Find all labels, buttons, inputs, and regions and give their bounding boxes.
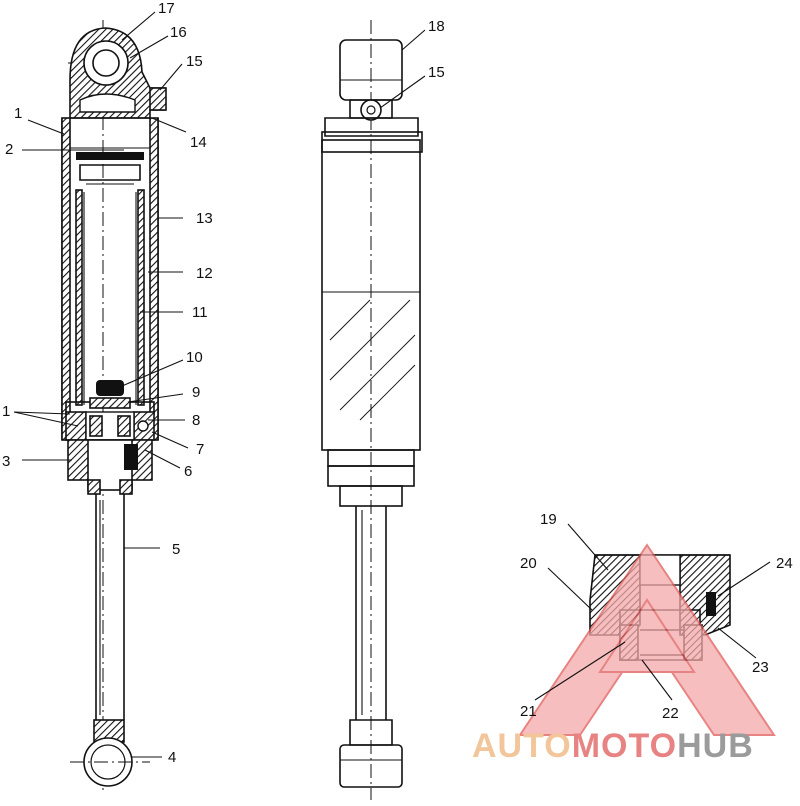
outer-wall-right [149, 117, 159, 441]
callout-15-middle: 15 [428, 64, 445, 81]
callout-12: 12 [196, 265, 213, 282]
callout-6: 6 [184, 463, 192, 480]
callout-20: 20 [520, 555, 537, 572]
callout-15-left: 15 [186, 53, 203, 70]
inner-cylinder-left [75, 189, 83, 406]
watermark-text: AUTOMOTOHUB [472, 727, 754, 765]
callout-1-upper: 1 [14, 105, 22, 122]
callout-labels: 1 2 1 3 4 5 6 7 8 9 10 11 12 13 14 15 16… [2, 0, 793, 766]
exterior-shock [321, 20, 423, 800]
callout-23: 23 [752, 659, 769, 676]
callout-14: 14 [190, 134, 207, 151]
callout-13: 13 [196, 210, 213, 227]
callout-1-lower: 1 [2, 403, 10, 420]
callout-5: 5 [172, 541, 180, 558]
callout-4: 4 [168, 749, 176, 766]
callout-2: 2 [5, 141, 13, 158]
piston-nut [96, 380, 124, 396]
callout-22: 22 [662, 705, 679, 722]
leader-lines [13, 11, 771, 758]
inner-cylinder-right [137, 189, 145, 406]
watermark-triangle-inner [598, 598, 696, 673]
callout-10: 10 [186, 349, 203, 366]
callout-16: 16 [170, 24, 187, 41]
callout-9: 9 [192, 384, 200, 401]
callout-11: 11 [192, 304, 208, 321]
top-bushing-inner [92, 49, 120, 77]
watermark: AUTOMOTOHUB [472, 543, 776, 765]
detail-valve-24 [706, 592, 716, 616]
callout-21: 21 [520, 703, 537, 720]
callout-24: 24 [776, 555, 793, 572]
callout-7: 7 [196, 441, 204, 458]
sectioned-shock [61, 20, 167, 790]
callout-3: 3 [2, 453, 10, 470]
watermark-moto: MOTO [572, 727, 677, 765]
lower-clevis [339, 744, 403, 788]
callout-17: 17 [158, 0, 175, 17]
lower-collar [339, 485, 403, 507]
callout-8: 8 [192, 412, 200, 429]
schrader-valve [149, 87, 167, 111]
callout-19: 19 [540, 511, 557, 528]
callout-18: 18 [428, 18, 445, 35]
watermark-auto: AUTO [472, 727, 572, 765]
outer-wall-left [61, 117, 71, 441]
watermark-hub: HUB [677, 727, 754, 765]
seal-2 [76, 152, 144, 160]
